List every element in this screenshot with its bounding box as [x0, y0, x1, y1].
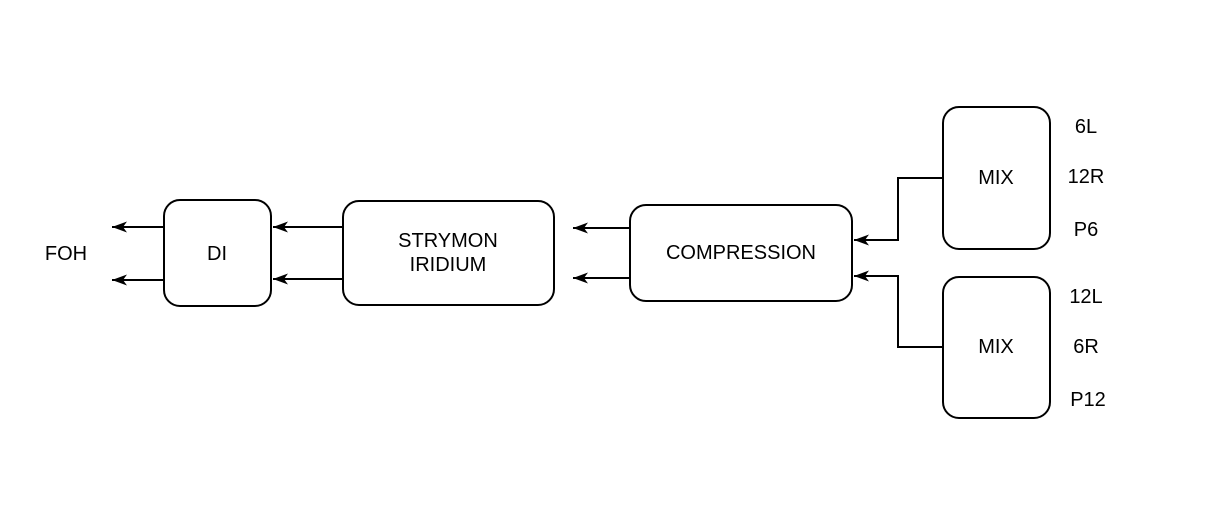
di-node-label: DI — [207, 243, 227, 265]
mix-bottom-node-label: MIX — [978, 336, 1014, 358]
mix-top-node-label: MIX — [978, 167, 1014, 189]
port-label-p6: P6 — [1074, 219, 1098, 241]
port-label-12l: 12L — [1069, 286, 1102, 308]
port-label-6l: 6L — [1075, 116, 1097, 138]
compression-node-label: COMPRESSION — [666, 242, 816, 264]
port-label-6r: 6R — [1073, 336, 1099, 358]
di-node — [163, 199, 272, 307]
strymon-node-label-line1: STRYMON — [398, 230, 498, 252]
connector-mix-top-to-compression — [854, 177, 943, 246]
port-label-p12: P12 — [1070, 389, 1106, 411]
port-label-12r: 12R — [1068, 166, 1105, 188]
compression-node — [629, 204, 853, 302]
strymon-node-label-line2: IRIDIUM — [410, 254, 487, 276]
foh-label: FOH — [45, 243, 87, 265]
connector-mix-bottom-to-compression — [854, 270, 943, 348]
mix-bottom-node — [942, 276, 1051, 419]
strymon-iridium-node — [342, 200, 555, 306]
mix-top-node — [942, 106, 1051, 250]
